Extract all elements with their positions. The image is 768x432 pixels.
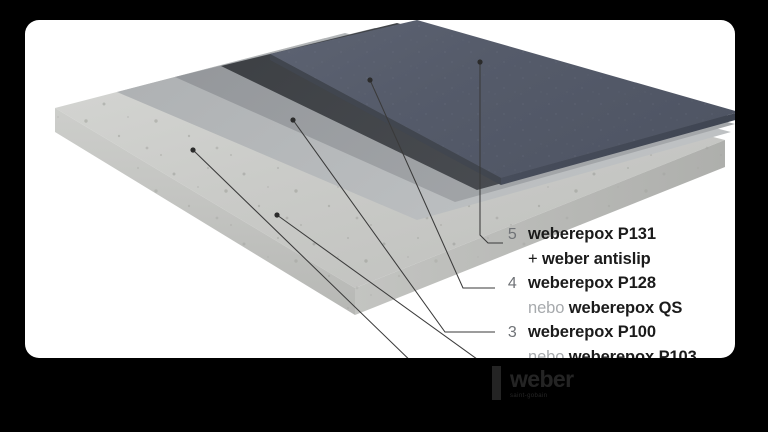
layer-top-grain xyxy=(270,20,735,178)
leader-lines xyxy=(192,62,503,358)
legend-label: weberepox P100 xyxy=(528,323,656,341)
layer-top-edge xyxy=(501,113,735,185)
legend-label: weberepox P131 xyxy=(528,225,656,243)
concrete-front-speckle xyxy=(55,108,355,315)
legend-row: 4 weberepox P128 xyxy=(495,274,735,299)
layer-top-edge-left xyxy=(270,54,501,185)
leader-dot-5 xyxy=(477,59,483,65)
legend-row: 3 weberepox P100 xyxy=(495,323,735,348)
weber-logo-tagline: saint-gobain xyxy=(510,392,548,399)
illustration-card: 5 weberepox P131 + weber antislip 4 webe… xyxy=(25,20,735,358)
layer-legend: 5 weberepox P131 + weber antislip 4 webe… xyxy=(495,225,735,358)
legend-number: 3 xyxy=(507,324,517,341)
weber-logo-text: weber xyxy=(510,365,574,392)
floor-system-illustration xyxy=(25,20,735,358)
legend-prefix: nebo xyxy=(528,347,565,359)
concrete-right-speckle xyxy=(355,140,725,315)
legend-number: 5 xyxy=(507,226,517,243)
weber-logo-bar xyxy=(492,366,501,400)
weber-logo-watermark: weber saint-gobain xyxy=(492,362,642,404)
legend-label: nebo weberepox QS xyxy=(528,298,683,317)
legend-row: nebo weberepox QS xyxy=(495,299,735,324)
legend-row: 5 weberepox P131 xyxy=(495,225,735,250)
legend-label: weberepox P128 xyxy=(528,274,656,292)
legend-prefix: + xyxy=(528,249,538,268)
leader-dot-3 xyxy=(290,117,296,123)
leader-dot-4 xyxy=(367,77,373,83)
legend-label: nebo weberepox P103 xyxy=(528,348,697,359)
leader-dot-2 xyxy=(190,147,196,153)
leader-dot-1 xyxy=(274,212,280,218)
legend-label: + weber antislip xyxy=(528,249,651,268)
legend-row: nebo weberepox P103 xyxy=(495,348,735,359)
legend-row: + weber antislip xyxy=(495,250,735,275)
legend-number: 4 xyxy=(507,275,517,292)
legend-prefix: nebo xyxy=(528,298,565,317)
leader-line-dots xyxy=(190,59,483,218)
